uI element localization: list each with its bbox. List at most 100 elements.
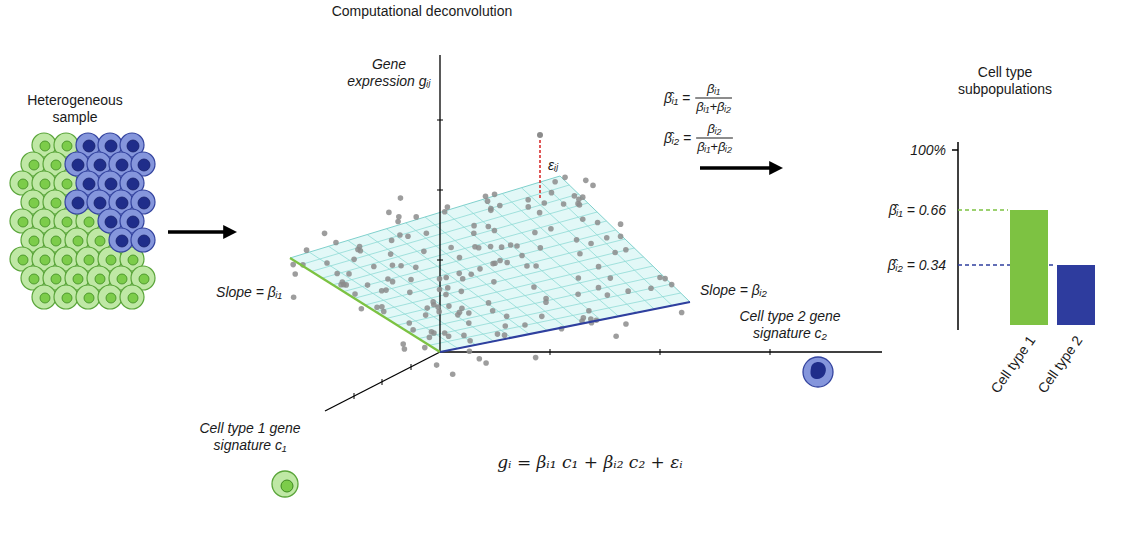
cell-nucleus (51, 198, 61, 208)
sample-point (402, 346, 408, 352)
sample-point (504, 260, 510, 266)
cell-nucleus (95, 274, 105, 284)
cell-nucleus (811, 362, 826, 379)
sample-point (561, 201, 567, 207)
cell-body (65, 190, 89, 214)
sample-cell (109, 228, 133, 252)
cell-nucleus (62, 217, 72, 227)
grid-line (354, 230, 615, 298)
sample-point (497, 258, 503, 264)
cell-body (272, 471, 298, 497)
cell-nucleus (29, 236, 39, 246)
proportion-label: β̂ᵢ₁ = 0.66 (889, 202, 946, 219)
sample-point (467, 348, 473, 354)
sample-point (537, 210, 543, 216)
cell-nucleus (84, 293, 94, 303)
sample-point (590, 183, 596, 189)
cell-nucleus (84, 255, 94, 265)
category-label: Cell type 2 (1034, 332, 1086, 396)
sample-point (456, 271, 462, 277)
cell-nucleus (62, 293, 72, 303)
sample-point (443, 292, 449, 298)
sample-cell (131, 228, 155, 252)
sample-point (532, 230, 538, 236)
axis-tick (411, 364, 412, 370)
sample-point (371, 264, 377, 270)
sample-point (389, 238, 395, 244)
cell-nucleus (18, 255, 28, 265)
sample-point (413, 264, 419, 270)
sample-point (575, 291, 581, 297)
sample-point (574, 237, 580, 243)
sample-point (390, 262, 396, 268)
cell-nucleus (62, 179, 72, 189)
sample-point (612, 250, 618, 256)
cell-nucleus (127, 178, 139, 190)
category-label-holder: Cell type 1 (987, 332, 1039, 396)
flow-arrow (168, 230, 226, 234)
axis-tick-label-holder: 100% (910, 142, 946, 159)
sample-point (346, 271, 352, 277)
sample-point (508, 242, 514, 248)
sample-point (442, 209, 448, 215)
sample-point (388, 251, 394, 257)
sample-point (443, 275, 449, 281)
cell-nucleus (40, 255, 50, 265)
sample-point (525, 197, 531, 203)
figure-title: Computational deconvolution (332, 3, 513, 20)
sample-point (541, 200, 547, 206)
cell-nucleus (116, 235, 128, 247)
sample-point (291, 294, 297, 300)
cell-nucleus (51, 160, 61, 170)
slope-label: Slope = βᵢ₁ (216, 284, 282, 301)
sample-point (343, 282, 349, 288)
chart-title: Cell type subpopulations (957, 64, 1053, 98)
sample-point (455, 312, 461, 318)
axis-line (325, 352, 440, 411)
cell-body (131, 228, 155, 252)
cell-body (109, 228, 133, 252)
sample-cell (98, 285, 122, 309)
sample-point (431, 330, 437, 336)
cell-nucleus (281, 480, 293, 492)
grid-line (541, 182, 672, 306)
grid-line (311, 194, 578, 271)
sample-point (460, 276, 466, 282)
sample-point (504, 313, 510, 319)
sample-point (618, 221, 624, 227)
cell-nucleus (139, 274, 149, 284)
sample-point (490, 261, 496, 267)
sample-point (488, 208, 494, 214)
sample-point (679, 310, 685, 316)
cell-nucleus (128, 255, 138, 265)
sample-point (669, 282, 675, 288)
formula-lhs: β̂ᵢ₁ = (664, 90, 690, 107)
sample-point (539, 314, 545, 320)
sample-point (459, 306, 465, 312)
cell-nucleus (51, 236, 61, 246)
sample-point (538, 245, 544, 251)
cell-nucleus (138, 159, 150, 171)
sample-point (618, 234, 624, 240)
sample-point (572, 193, 578, 199)
model-equation: gᵢ = βᵢ₁ c₁ + βᵢ₂ c₂ + εᵢ (497, 452, 683, 472)
sample-point (290, 262, 296, 268)
axis-tick (550, 349, 551, 355)
sample-point (596, 264, 602, 270)
sample-point (490, 308, 496, 314)
sample-point (531, 284, 537, 290)
cell-icon (803, 357, 833, 387)
sample-point (576, 275, 582, 281)
chart-title-holder: Cell type subpopulations (957, 64, 1053, 98)
cell-nucleus (29, 160, 39, 170)
axis-label: Gene expression gᵢⱼ (346, 56, 432, 90)
residual-label-holder: εᵢⱼ (548, 157, 558, 174)
sample-point (386, 210, 392, 216)
sample-point (407, 290, 413, 296)
axis-tick-label: 100% (910, 142, 946, 159)
sample-point (445, 204, 451, 210)
sample-point (466, 310, 472, 316)
residual-label: εᵢⱼ (548, 157, 558, 174)
figure-title-holder: Computational deconvolution (332, 3, 513, 20)
axis-ticks (354, 120, 770, 399)
